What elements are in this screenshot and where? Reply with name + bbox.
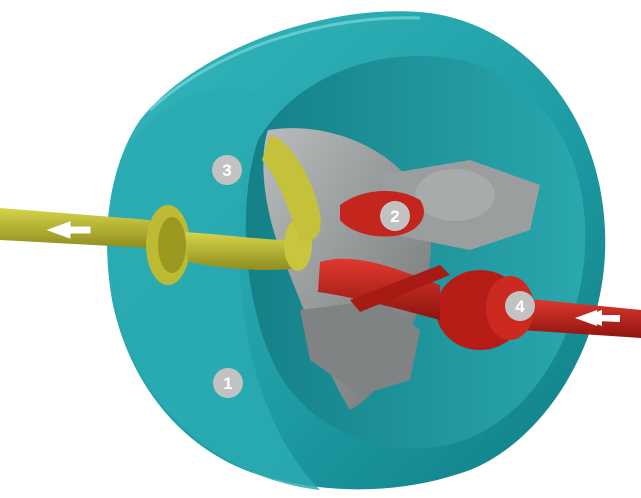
runner-hub (415, 169, 495, 221)
callout-2-label: 2 (390, 207, 399, 226)
callout-4-label: 4 (515, 297, 525, 316)
callout-3-label: 3 (222, 161, 231, 180)
callout-3: 3 (212, 155, 242, 185)
callout-1-label: 1 (223, 374, 232, 393)
callout-4: 4 (505, 291, 535, 321)
callout-1: 1 (213, 368, 243, 398)
callout-2: 2 (380, 201, 410, 231)
outlet-flange-inner (158, 217, 186, 273)
